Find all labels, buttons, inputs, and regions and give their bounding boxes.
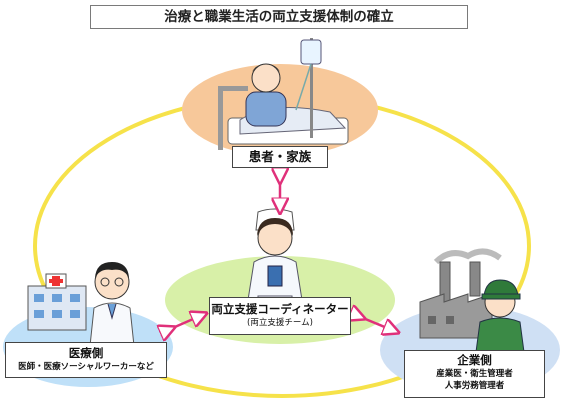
company-side-label: 企業側 産業医・衛生管理者 人事労務管理者 bbox=[404, 350, 545, 398]
hospital-icon bbox=[27, 273, 87, 331]
medical-side-title: 医療側 bbox=[68, 346, 104, 360]
patient-in-bed-illustration bbox=[218, 38, 349, 150]
doctor-illustration bbox=[89, 262, 135, 347]
company-side-subtitle-2: 人事労務管理者 bbox=[444, 381, 505, 391]
arrow-medical-coordinator bbox=[168, 316, 200, 330]
medical-side-subtitle: 医師・医療ソーシャルワーカーなど bbox=[18, 362, 154, 372]
medical-side-label: 医療側 医師・医療ソーシャルワーカーなど bbox=[5, 342, 167, 378]
page-title: 治療と職業生活の両立支援体制の確立 bbox=[90, 5, 468, 29]
patient-family-label: 患者・家族 bbox=[232, 146, 328, 168]
coordinator-title: 両立支援コーディネーター bbox=[211, 302, 349, 316]
company-side-title: 企業側 bbox=[457, 353, 492, 367]
coordinator-label: 両立支援コーディネーター (両立支援チーム) bbox=[209, 297, 351, 335]
worker-illustration bbox=[475, 279, 525, 353]
coordinator-subtitle: (両立支援チーム) bbox=[247, 318, 313, 328]
arrow-coordinator-company bbox=[358, 316, 392, 330]
company-side-subtitle-1: 産業医・衛生管理者 bbox=[436, 369, 513, 379]
